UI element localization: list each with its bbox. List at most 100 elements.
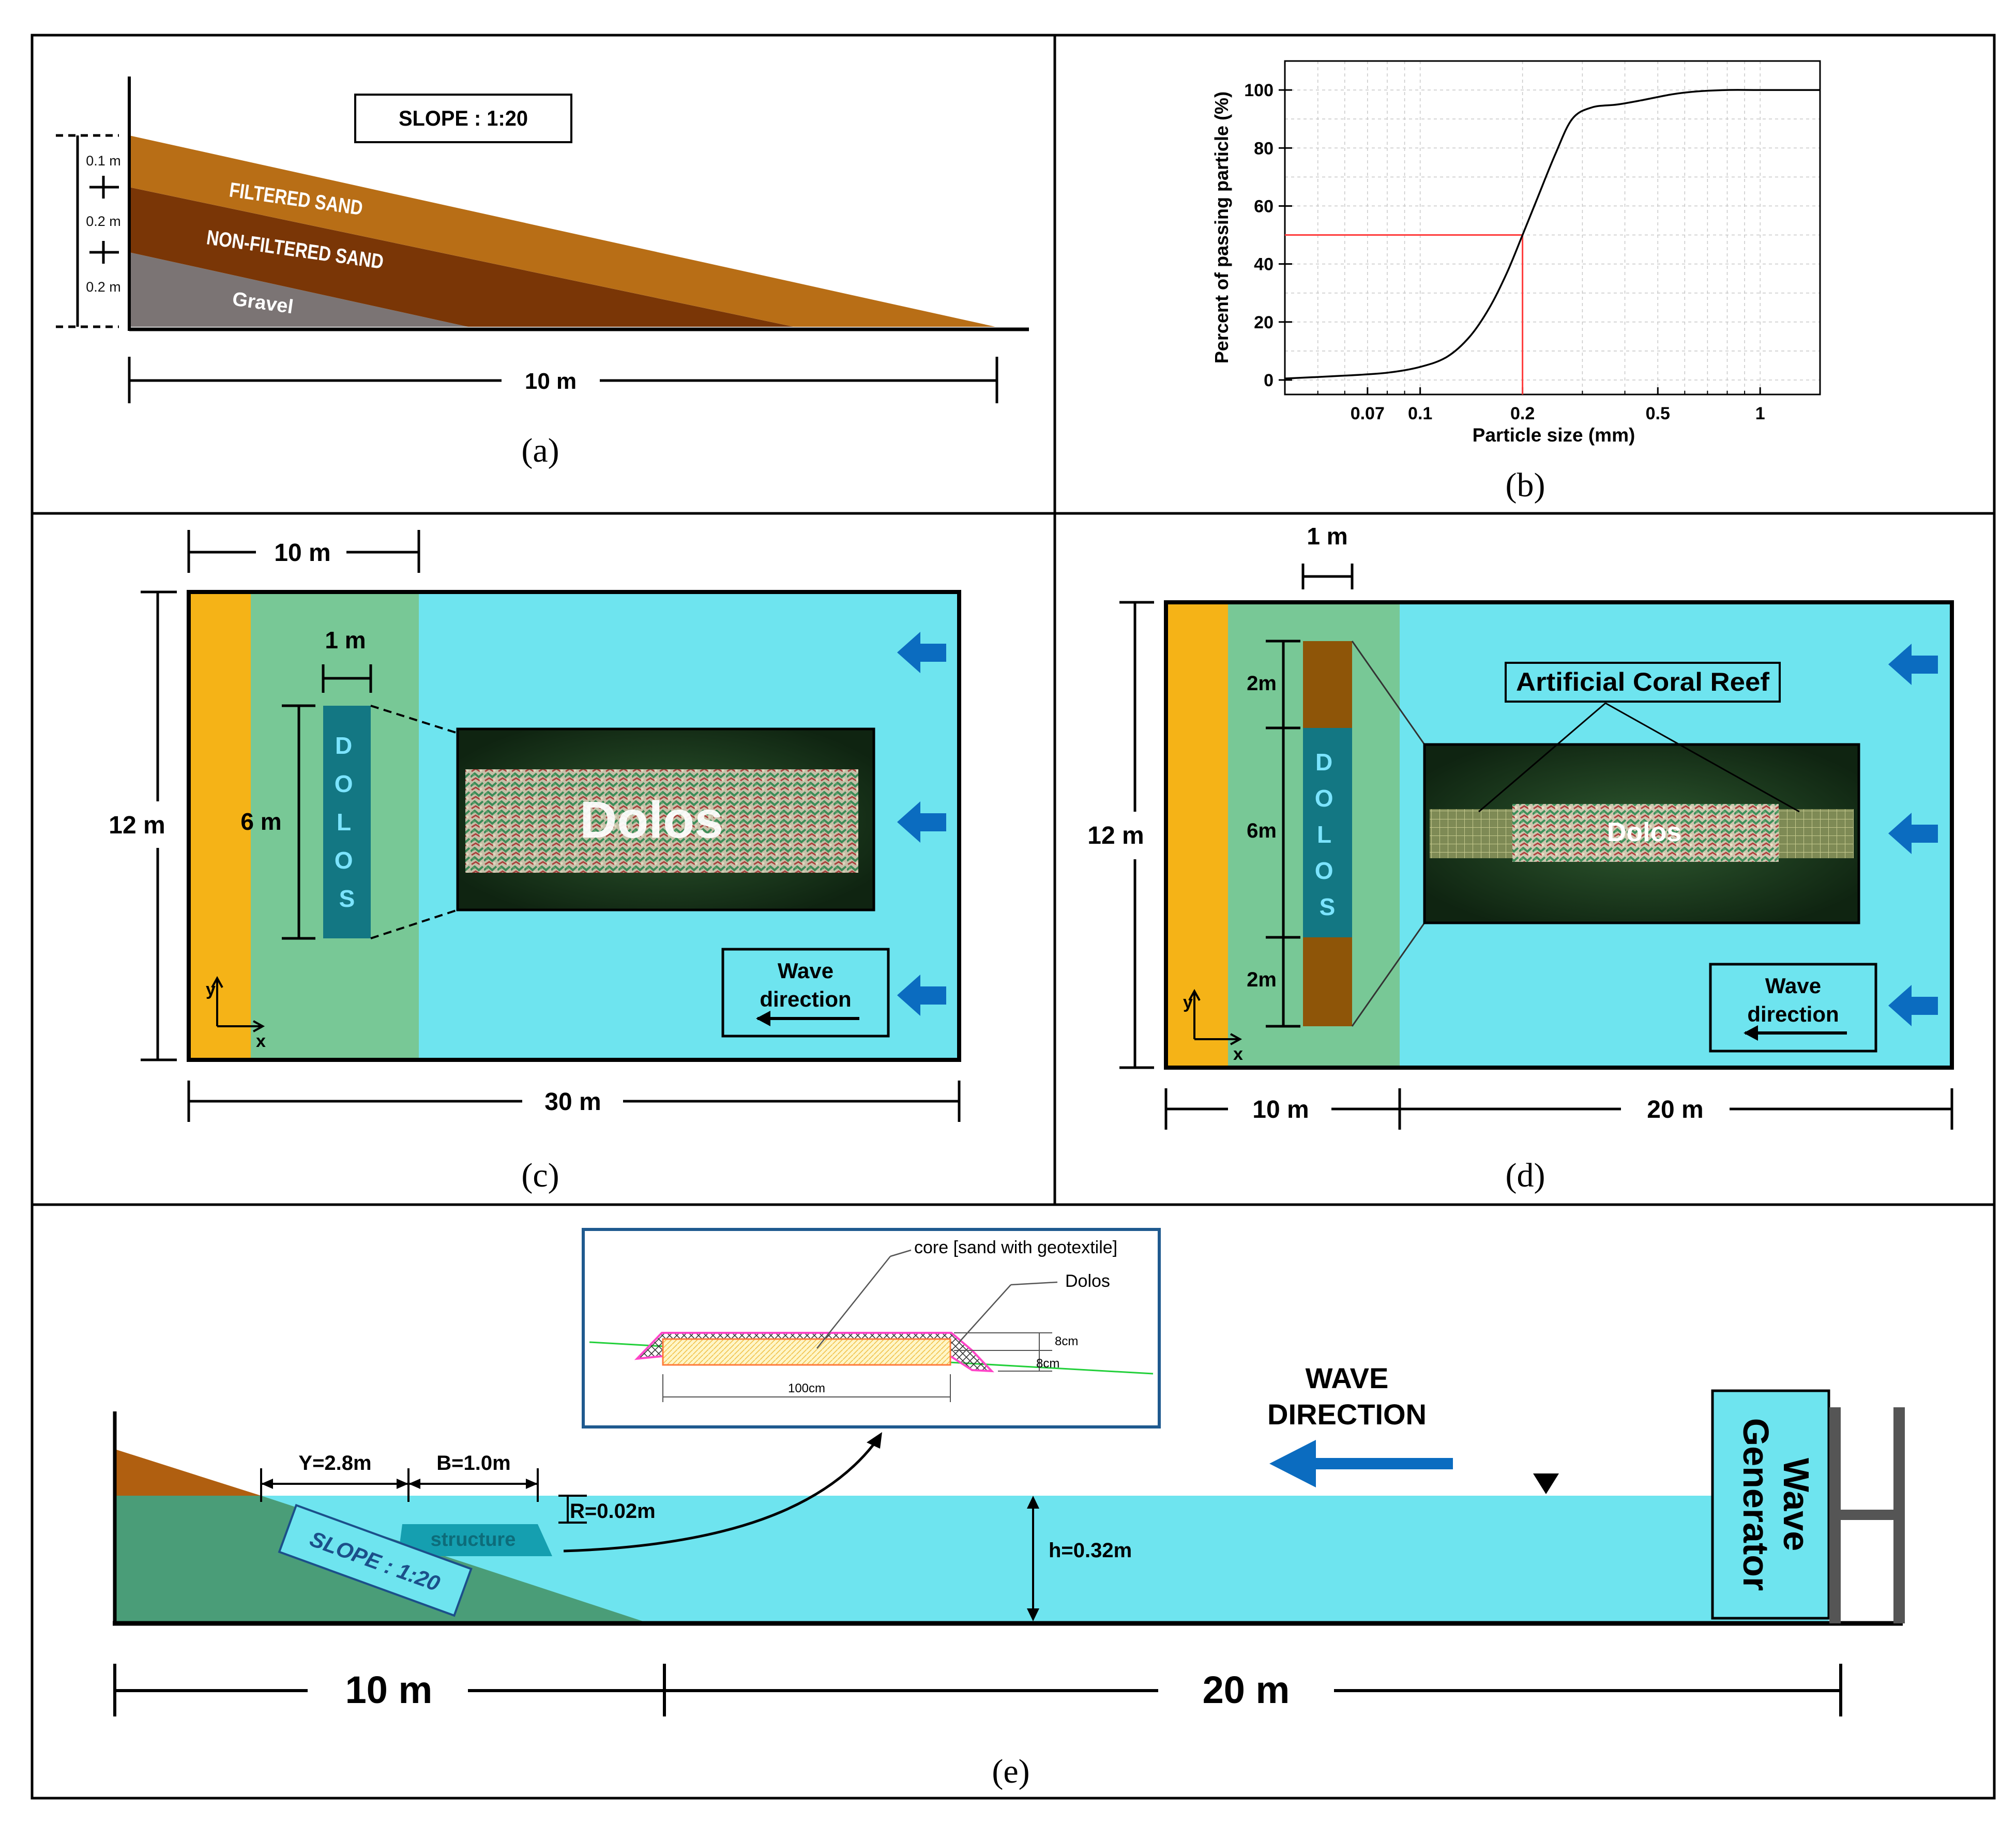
y-tick-label: 0 bbox=[1264, 371, 1274, 390]
dolos-block bbox=[323, 706, 371, 938]
y-tick-label: 80 bbox=[1254, 139, 1274, 158]
dim-b-label: B=1.0m bbox=[436, 1452, 510, 1475]
wave-direction-line1: WAVE bbox=[1306, 1362, 1389, 1394]
bottom-dim-label: 30 m bbox=[544, 1088, 601, 1116]
vertical-dimension bbox=[56, 134, 119, 328]
inset-core bbox=[662, 1338, 951, 1366]
inset-8cm-a-label: 8cm bbox=[1055, 1334, 1078, 1348]
wave-arrow-icon bbox=[897, 801, 946, 843]
axis-y-label: y bbox=[1183, 993, 1193, 1012]
wave-arrow-icon bbox=[897, 975, 946, 1016]
reef-block-bottom bbox=[1303, 937, 1352, 1026]
tank-outline bbox=[1164, 600, 1954, 1070]
axis-x-label: x bbox=[1233, 1044, 1243, 1064]
y-tick-label: 20 bbox=[1254, 313, 1274, 332]
panel-b: 0.07 0.1 0.2 0.5 1 0 20 40 60 80 100 Particle size… bbox=[1211, 60, 1821, 504]
depth-label: h=0.32m bbox=[1049, 1539, 1132, 1562]
top-dim-label: 10 m bbox=[274, 539, 330, 567]
reef-block-top bbox=[1303, 641, 1352, 728]
chart-x-axis-label: Particle size (mm) bbox=[1473, 424, 1635, 446]
top-dim-label: 1 m bbox=[1307, 523, 1347, 550]
chart-series bbox=[1284, 89, 1820, 379]
filtered-sand-layer bbox=[129, 135, 995, 327]
generator-frame bbox=[1829, 1407, 1905, 1623]
dim-mid-label: 0.2 m bbox=[86, 214, 121, 229]
wave-box-line2: direction bbox=[760, 987, 851, 1011]
panel-b-label: (b) bbox=[1506, 466, 1545, 504]
y-tick-label: 60 bbox=[1254, 196, 1274, 216]
panel-a: 0.1 m 0.2 m 0.2 m SLOPE : 1:20 FILTERED … bbox=[56, 77, 1029, 469]
wave-generator-box bbox=[1711, 1389, 1830, 1620]
panel-c: 10 m 12 m D O L O S 1 m bbox=[109, 530, 961, 1194]
tank-outline bbox=[187, 590, 961, 1062]
wave-box-line1: Wave bbox=[1765, 974, 1821, 998]
x-tick-label: 0.07 bbox=[1351, 404, 1385, 423]
height-dim-label: 12 m bbox=[109, 812, 165, 839]
callout-box bbox=[1505, 662, 1781, 703]
sand-beach bbox=[115, 1449, 261, 1496]
axis-y-label: y bbox=[206, 980, 216, 999]
reef-dolos-units bbox=[1512, 804, 1779, 862]
x-tick-label: 0.1 bbox=[1408, 404, 1432, 423]
wave-direction-box bbox=[1709, 963, 1877, 1053]
y-tick-label: 40 bbox=[1254, 255, 1274, 275]
dim-2m-top-label: 2m bbox=[1247, 672, 1277, 695]
panel-d: D O L O S 1 m 2m 6m 2m bbox=[1087, 523, 1954, 1194]
callout-label: Artificial Coral Reef bbox=[1516, 667, 1769, 696]
reef-mesh-right bbox=[1779, 809, 1854, 858]
x-tick-label: 0.5 bbox=[1646, 404, 1670, 423]
grain-size-curve bbox=[1284, 89, 1820, 379]
dim-2m-bottom-label: 2m bbox=[1247, 968, 1277, 991]
wave-arrow-icon bbox=[1888, 985, 1938, 1026]
bottom-right-dim-label: 20 m bbox=[1647, 1096, 1703, 1123]
reef-mesh-left bbox=[1430, 809, 1512, 858]
generator-line1: Wave bbox=[1776, 1458, 1816, 1551]
slope-label: SLOPE : 1:20 bbox=[399, 106, 528, 130]
wave-arrow-icon bbox=[1888, 813, 1938, 854]
axis-x-label: x bbox=[256, 1031, 266, 1051]
photo-label: Dolos bbox=[580, 791, 723, 849]
dim-bottom-label: 0.2 m bbox=[86, 279, 121, 295]
chart-y-axis-label: Percent of passing particle (%) bbox=[1211, 92, 1232, 363]
generator-line2: Generator bbox=[1736, 1418, 1776, 1591]
photo-label: Dolos bbox=[1607, 817, 1681, 847]
wave-direction-arrow-icon bbox=[1269, 1440, 1453, 1487]
slope-tag bbox=[278, 1503, 473, 1617]
bottom-right-dim-label: 20 m bbox=[1203, 1668, 1290, 1711]
wave-box-line2: direction bbox=[1747, 1002, 1839, 1026]
dolos-photo-units bbox=[465, 769, 858, 873]
panel-d-label: (d) bbox=[1506, 1157, 1545, 1194]
panel-c-label: (c) bbox=[521, 1157, 559, 1194]
bottom-left-dim-label: 10 m bbox=[345, 1668, 433, 1711]
panel-e-label: (e) bbox=[992, 1753, 1029, 1790]
wave-direction-box bbox=[721, 948, 890, 1038]
y-tick-label: 100 bbox=[1244, 81, 1274, 100]
inset-core-label: core [sand with geotextile] bbox=[914, 1238, 1117, 1257]
wave-arrow-icon bbox=[1888, 644, 1938, 685]
wave-direction-line2: DIRECTION bbox=[1267, 1398, 1427, 1431]
wave-arrows bbox=[897, 632, 946, 1016]
structure bbox=[398, 1524, 552, 1556]
dim-y-label: Y=2.8m bbox=[298, 1452, 371, 1475]
wave-arrow-icon bbox=[897, 632, 946, 673]
panel-a-label: (a) bbox=[521, 432, 559, 469]
water-level-marker-icon bbox=[1533, 1473, 1559, 1494]
length-label: 10 m bbox=[525, 369, 577, 394]
chart-ticks: 0.07 0.1 0.2 0.5 1 0 20 40 60 80 100 bbox=[1244, 81, 1765, 423]
bottom-left-dim-label: 10 m bbox=[1252, 1096, 1309, 1123]
panel-e: structure SLOPE : 1:20 Y=2.8m B=1.0m bbox=[113, 1228, 1905, 1790]
x-tick-label: 1 bbox=[1755, 404, 1765, 423]
dim-6m-label: 6m bbox=[1247, 819, 1277, 842]
x-tick-label: 0.2 bbox=[1510, 404, 1535, 423]
dim-top-label: 0.1 m bbox=[86, 153, 121, 169]
chart-annotation bbox=[1285, 234, 1524, 394]
height-dim-label: 12 m bbox=[1087, 822, 1144, 849]
chart-plot-area bbox=[1284, 60, 1821, 396]
structure-label: structure bbox=[431, 1529, 516, 1551]
wave-box-line1: Wave bbox=[778, 959, 833, 983]
sand-zone bbox=[1166, 602, 1228, 1068]
chart-grid bbox=[1284, 61, 1820, 394]
slope-box bbox=[354, 94, 572, 143]
